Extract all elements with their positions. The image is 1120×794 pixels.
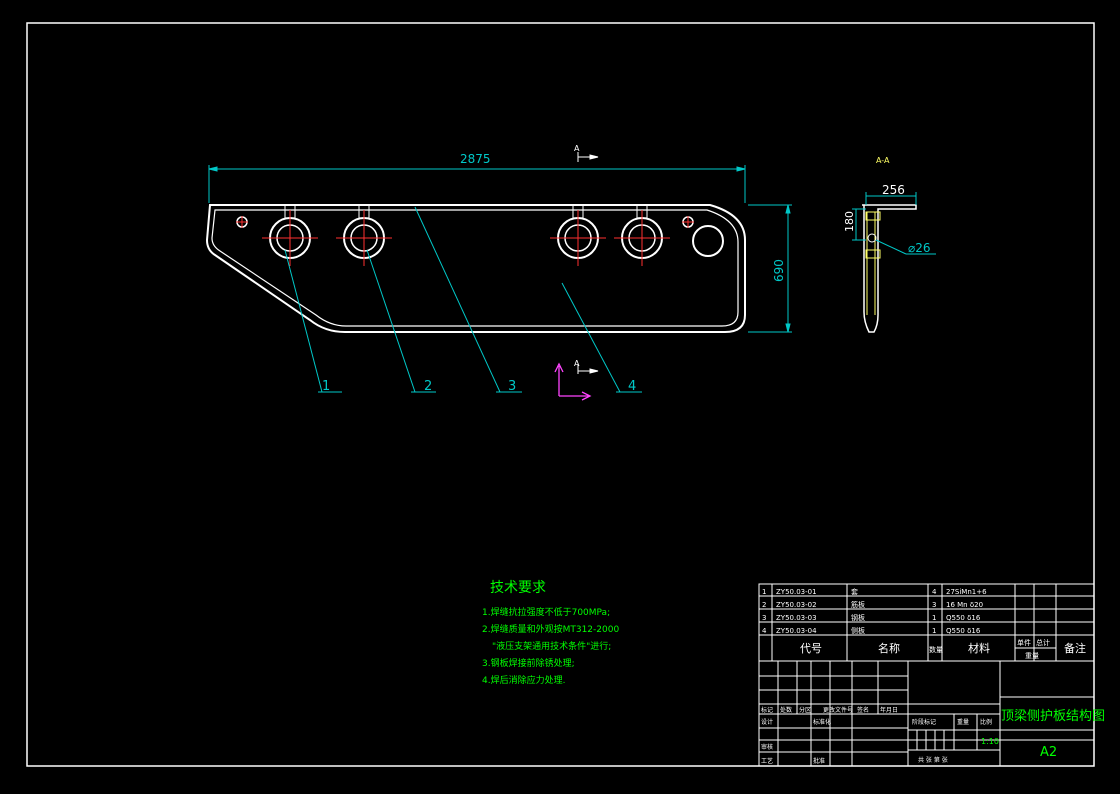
length-dimension: 2875 xyxy=(460,152,491,166)
svg-text:套: 套 xyxy=(851,587,858,596)
height-dimension: 690 xyxy=(772,259,786,282)
svg-text:ZY50.03-03: ZY50.03-03 xyxy=(776,614,817,622)
section-label-bottom: A xyxy=(574,359,580,368)
hole-dia-dimension: ⌀26 xyxy=(908,241,931,255)
svg-text:阶段标记: 阶段标记 xyxy=(912,718,936,726)
side-plate-outline xyxy=(205,204,746,333)
tech-req-item-5: 4.焊后消除应力处理. xyxy=(482,674,565,686)
section-marker-bottom xyxy=(577,364,599,374)
svg-text:筋板: 筋板 xyxy=(851,600,865,609)
svg-text:比例: 比例 xyxy=(980,718,992,726)
section-view xyxy=(862,204,917,333)
drawing-frame xyxy=(26,22,1095,767)
svg-text:钢板: 钢板 xyxy=(851,613,865,622)
svg-text:3: 3 xyxy=(762,614,766,622)
section-marker-top xyxy=(577,152,599,162)
svg-text:审核: 审核 xyxy=(761,743,773,751)
balloon-3: 3 xyxy=(508,379,516,394)
balloon-4: 4 xyxy=(628,379,636,394)
svg-text:1: 1 xyxy=(762,588,766,596)
svg-text:签名: 签名 xyxy=(857,706,869,714)
svg-text:ZY50.03-04: ZY50.03-04 xyxy=(776,627,817,635)
large-hole xyxy=(692,225,724,257)
tech-req-item-3: "液压支架通用技术条件"进行; xyxy=(492,640,611,652)
svg-text:单件: 单件 xyxy=(1017,638,1031,647)
section-title: A-A xyxy=(876,156,890,165)
svg-text:ZY50.03-01: ZY50.03-01 xyxy=(776,588,817,596)
svg-text:设计: 设计 xyxy=(761,718,773,726)
bushing-holes xyxy=(236,205,724,259)
svg-text:材料: 材料 xyxy=(968,641,990,655)
svg-text:Q550 δ16: Q550 δ16 xyxy=(946,627,981,635)
svg-text:4: 4 xyxy=(762,627,767,635)
svg-text:重量: 重量 xyxy=(957,718,969,726)
bom-header: 代号 名称 数量 材料 单件 总计 重量 备注 xyxy=(800,638,1086,660)
svg-text:分区: 分区 xyxy=(799,706,811,714)
svg-text:处数: 处数 xyxy=(780,706,792,714)
section-dimensions xyxy=(852,192,936,255)
svg-text:批准: 批准 xyxy=(813,757,825,765)
svg-text:标记: 标记 xyxy=(761,706,773,714)
section-width-dimension: 256 xyxy=(882,183,905,197)
scale-value: 1:10 xyxy=(981,737,999,746)
svg-text:2: 2 xyxy=(762,601,766,609)
svg-text:共 张 第 张: 共 张 第 张 xyxy=(918,756,948,764)
svg-text:1: 1 xyxy=(932,614,936,622)
svg-text:重量: 重量 xyxy=(1025,652,1039,660)
tech-req-item-1: 1.焊缝抗拉强度不低于700MPa; xyxy=(482,606,610,618)
svg-text:标准化: 标准化 xyxy=(813,718,831,726)
tech-req-title: 技术要求 xyxy=(490,580,546,596)
section-height-dimension: 180 xyxy=(843,211,856,232)
balloon-1: 1 xyxy=(322,379,330,394)
svg-text:侧板: 侧板 xyxy=(851,626,865,635)
balloon-2: 2 xyxy=(424,379,432,394)
title-block-grid xyxy=(758,660,1095,767)
svg-text:27SiMn1+6: 27SiMn1+6 xyxy=(946,588,987,596)
svg-text:总计: 总计 xyxy=(1036,638,1050,647)
ucs-icon xyxy=(554,362,592,401)
tech-req-item-4: 3.钢板焊接前除锈处理; xyxy=(482,657,575,669)
svg-text:16 Mn δ20: 16 Mn δ20 xyxy=(946,601,983,609)
svg-text:1: 1 xyxy=(932,627,936,635)
title-block-labels: 标记 处数 分区 更改文件号 签名 年月日 设计 标准化 审核 工艺 批准 阶段… xyxy=(761,706,992,765)
svg-text:更改文件号: 更改文件号 xyxy=(823,706,853,714)
svg-text:数量: 数量 xyxy=(929,645,943,654)
svg-text:代号: 代号 xyxy=(800,642,822,655)
tech-req-item-2: 2.焊缝质量和外观按MT312-2000 xyxy=(482,623,619,635)
drawing-title: 顶梁侧护板结构图 xyxy=(1001,709,1105,724)
svg-text:3: 3 xyxy=(932,601,936,609)
bom-grid xyxy=(758,583,1095,662)
svg-text:ZY50.03-02: ZY50.03-02 xyxy=(776,601,817,609)
svg-text:Q550 δ16: Q550 δ16 xyxy=(946,614,981,622)
bom-rows: 1 ZY50.03-01 套 4 27SiMn1+6 2 ZY50.03-02 … xyxy=(762,587,987,635)
svg-text:名称: 名称 xyxy=(878,641,900,655)
svg-text:备注: 备注 xyxy=(1064,641,1086,655)
sheet-size: A2 xyxy=(1040,745,1057,760)
svg-text:工艺: 工艺 xyxy=(761,757,773,765)
svg-text:年月日: 年月日 xyxy=(880,706,898,714)
svg-text:4: 4 xyxy=(932,588,937,596)
section-label-top: A xyxy=(574,144,580,153)
center-lines xyxy=(236,210,694,266)
dimensions-main xyxy=(208,165,792,393)
